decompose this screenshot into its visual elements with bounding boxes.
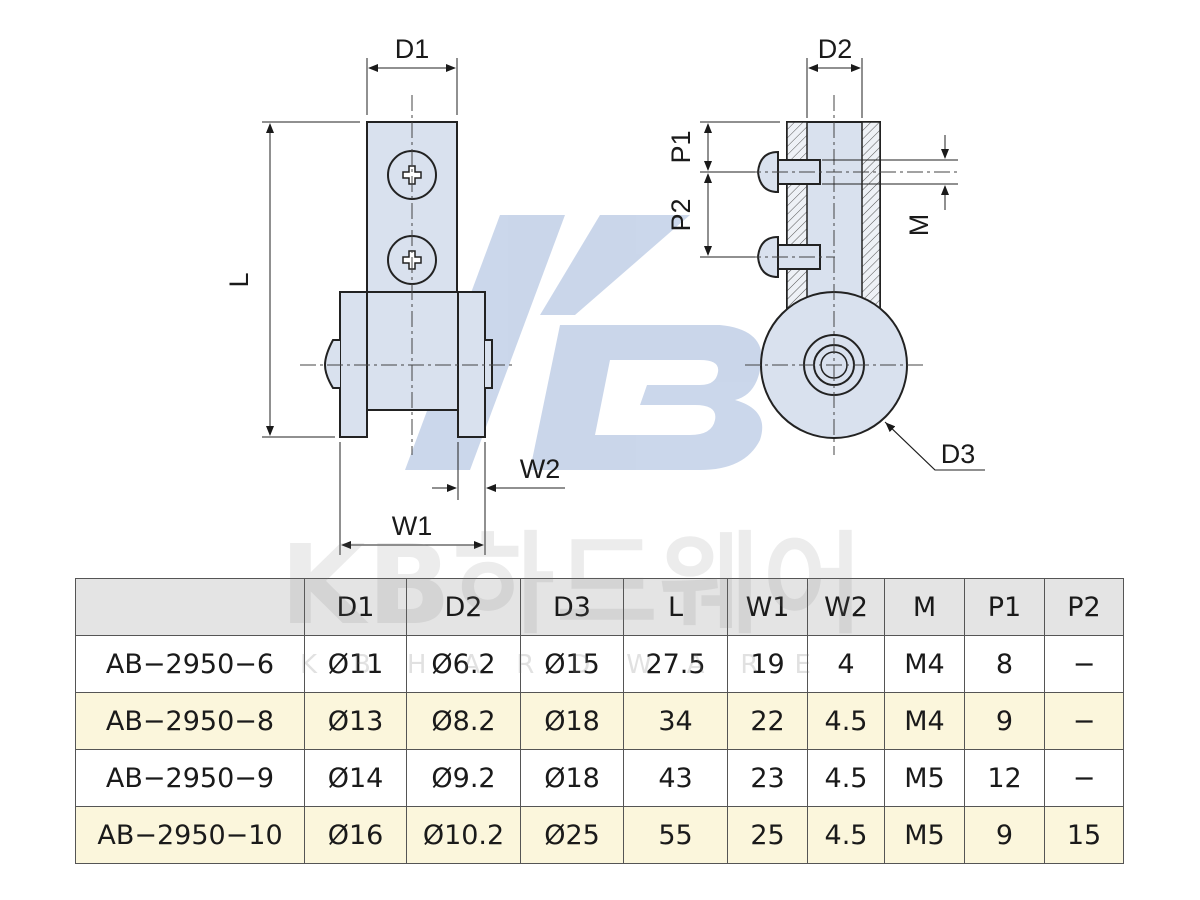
model-cell: AB−2950−9 xyxy=(75,749,305,807)
watermark-subtext: KBHARDWARE xyxy=(300,650,847,680)
model-cell: AB−2950−8 xyxy=(75,692,305,750)
table-cell: Ø18 xyxy=(520,692,624,750)
dim-label-d2: D2 xyxy=(818,34,853,64)
table-cell: 43 xyxy=(623,749,728,807)
dim-label-d3: D3 xyxy=(941,439,976,469)
table-cell: 19 xyxy=(727,635,808,693)
table-cell: Ø18 xyxy=(520,749,624,807)
table-cell: Ø11 xyxy=(304,635,407,693)
table-row: AB−2950−10 Ø16 Ø10.2 Ø25 55 25 4.5 M5 9 … xyxy=(75,806,1124,864)
axle-head-left xyxy=(323,339,340,389)
dim-label-p2: P2 xyxy=(666,198,696,231)
header-cell: P2 xyxy=(1044,578,1124,636)
table-cell: 55 xyxy=(623,806,728,864)
table-cell: 12 xyxy=(964,749,1045,807)
table-cell: Ø15 xyxy=(520,635,624,693)
table-cell: 4 xyxy=(807,635,885,693)
model-cell: AB−2950−6 xyxy=(75,635,305,693)
header-cell: D1 xyxy=(304,578,407,636)
watermark-text: KB하드웨어 xyxy=(280,521,866,649)
table-header-row: D1 D2 D3 L W1 W2 M P1 P2 xyxy=(75,578,1124,636)
table-cell: 9 xyxy=(964,692,1045,750)
dim-label-l: L xyxy=(224,272,254,287)
table-cell: Ø10.2 xyxy=(406,806,521,864)
table-cell: − xyxy=(1044,749,1124,807)
hatched-wall-left xyxy=(786,121,808,323)
model-cell: AB−2950−10 xyxy=(75,806,305,864)
header-cell: W1 xyxy=(727,578,808,636)
dim-label-w1: W1 xyxy=(392,511,433,541)
table-cell: Ø9.2 xyxy=(406,749,521,807)
table-cell: 34 xyxy=(623,692,728,750)
table-cell: Ø16 xyxy=(304,806,407,864)
axle-head-right xyxy=(485,339,493,389)
table-row: AB−2950−6 Ø11 Ø6.2 Ø15 27.5 19 4 M4 8 − xyxy=(75,635,1124,693)
table-cell: − xyxy=(1044,692,1124,750)
table-cell: M5 xyxy=(884,749,965,807)
table-cell: 9 xyxy=(964,806,1045,864)
table-cell: 4.5 xyxy=(807,806,885,864)
table-cell: Ø8.2 xyxy=(406,692,521,750)
table-cell: 25 xyxy=(727,806,808,864)
header-cell xyxy=(75,578,305,636)
table-cell: 22 xyxy=(727,692,808,750)
table-cell: − xyxy=(1044,635,1124,693)
table-cell: M4 xyxy=(884,635,965,693)
table-cell: 23 xyxy=(727,749,808,807)
table-row: AB−2950−9 Ø14 Ø9.2 Ø18 43 23 4.5 M5 12 − xyxy=(75,749,1124,807)
header-cell: M xyxy=(884,578,965,636)
front-view: D1 L W1 W2 xyxy=(224,34,565,555)
spec-table: D1 D2 D3 L W1 W2 M P1 P2 AB−2950−6 Ø11 Ø… xyxy=(75,578,1124,864)
dim-label-d1: D1 xyxy=(395,34,430,64)
section-view: D2 P1 P2 M D3 xyxy=(666,34,985,471)
dim-label-w2: W2 xyxy=(520,454,561,484)
hatched-wall-right xyxy=(861,121,881,323)
table-cell: 15 xyxy=(1044,806,1124,864)
technical-drawing: D1 L W1 W2 xyxy=(224,34,985,555)
table-cell: Ø6.2 xyxy=(406,635,521,693)
table-cell: 8 xyxy=(964,635,1045,693)
table-cell: M5 xyxy=(884,806,965,864)
table-cell: Ø25 xyxy=(520,806,624,864)
header-cell: P1 xyxy=(964,578,1045,636)
table-cell: 4.5 xyxy=(807,692,885,750)
table-row: AB−2950−8 Ø13 Ø8.2 Ø18 34 22 4.5 M4 9 − xyxy=(75,692,1124,750)
dim-label-p1: P1 xyxy=(666,130,696,163)
table-cell: M4 xyxy=(884,692,965,750)
table-cell: Ø13 xyxy=(304,692,407,750)
header-cell: L xyxy=(623,578,728,636)
table-cell: 4.5 xyxy=(807,749,885,807)
dim-label-m: M xyxy=(904,214,934,237)
table-cell: Ø14 xyxy=(304,749,407,807)
table-cell: 27.5 xyxy=(623,635,728,693)
